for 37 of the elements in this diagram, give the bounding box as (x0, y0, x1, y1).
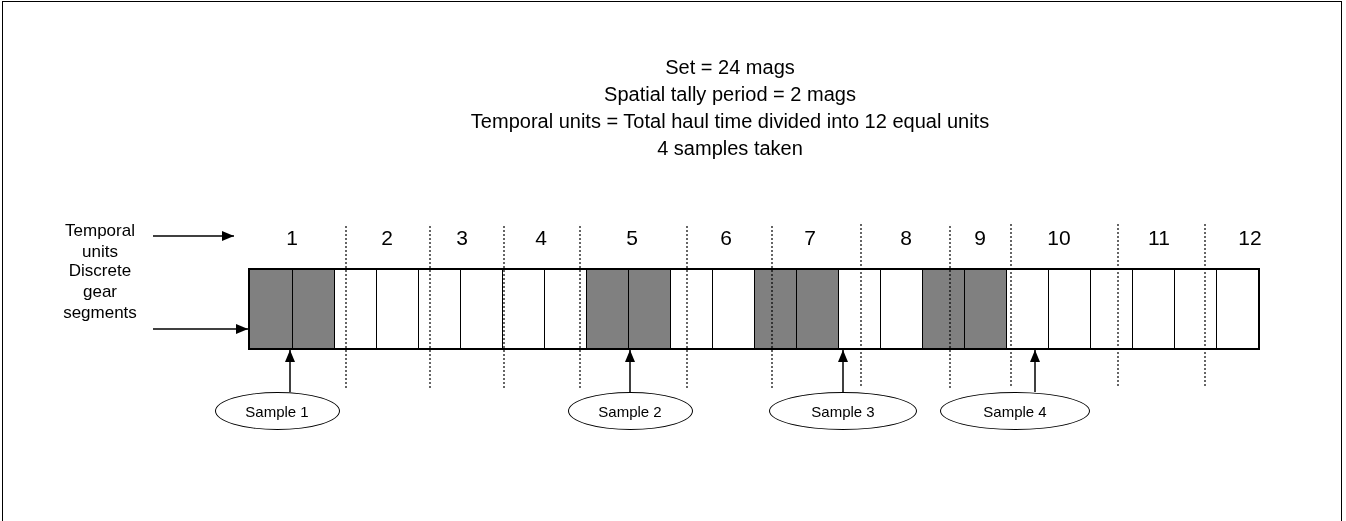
gear-segment (292, 270, 334, 348)
unit-number: 4 (535, 226, 547, 250)
note-text: Set = 24 mags (665, 55, 795, 79)
arrow (152, 324, 249, 334)
unit-number: 5 (626, 226, 638, 250)
arrow (152, 231, 235, 241)
gear-segment (586, 270, 628, 348)
row-label: Discrete gear segments (55, 259, 145, 323)
unit-number: 3 (456, 226, 468, 250)
gear-segment (250, 270, 292, 348)
note-text: Temporal units = Total haul time divided into 12 equal units (470, 109, 990, 133)
unit-number: 11 (1148, 226, 1170, 250)
unit-number: 2 (381, 226, 393, 250)
unit-number: 6 (720, 226, 732, 250)
gear-segment (922, 270, 964, 348)
unit-number: 10 (1047, 226, 1071, 250)
unit-number: 9 (974, 226, 986, 250)
sample-ellipse: Sample 4 (940, 392, 1090, 430)
gear-segment (964, 270, 1006, 348)
arrow (285, 349, 295, 393)
sample-ellipse: Sample 1 (214, 392, 340, 430)
sample-ellipse: Sample 3 (769, 392, 917, 430)
gear-segment (796, 270, 838, 348)
note-text: 4 samples taken (657, 136, 803, 160)
arrow (838, 349, 848, 393)
unit-number: 12 (1238, 226, 1262, 250)
arrow (625, 349, 635, 393)
gear-bar (248, 268, 1260, 350)
note-text: Spatial tally period = 2 mags (604, 82, 856, 106)
unit-number: 1 (286, 226, 298, 250)
unit-number: 8 (900, 226, 912, 250)
unit-number: 7 (804, 226, 816, 250)
gear-segment (754, 270, 796, 348)
sample-ellipse: Sample 2 (567, 392, 693, 430)
row-label: Temporal units (55, 220, 145, 262)
gear-segment (628, 270, 670, 348)
arrow (1030, 349, 1040, 393)
